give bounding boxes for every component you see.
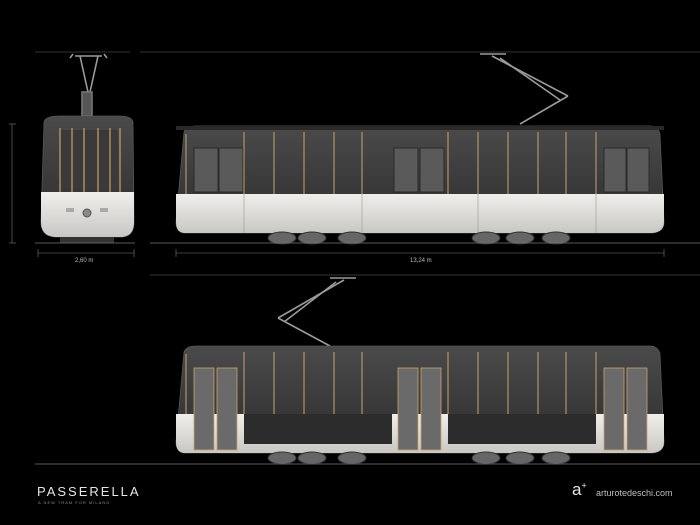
front-gold-trims [59,128,121,192]
front-view [9,53,135,257]
doors-bottom-open [193,367,648,451]
doors-top [193,147,650,193]
height-dimension [9,123,16,244]
window-pillars-bottom [185,352,597,414]
website-label: arturotedeschi.com [596,488,673,498]
side-view-top [150,53,700,257]
bogies-top [267,231,571,245]
width-dimension-label: 2,60 m [75,258,94,264]
project-title: PASSERELLA [37,484,141,499]
project-subtitle: A NEW TRAM FOR MILANO [38,500,111,505]
studio-logo: a+ [572,480,587,500]
length-dimension-label: 13,24 m [410,258,432,264]
tram-lower-top [176,194,664,233]
window-pillars-top [185,132,597,194]
side-pantograph-top [480,53,569,125]
front-headlight [82,208,92,218]
width-dimension [37,249,135,257]
front-windshield [60,130,118,188]
logo-mark: a [572,480,582,499]
bogies-bottom [267,451,571,465]
logo-plus: + [581,480,587,491]
side-view-bottom [35,277,700,465]
length-dimension [175,249,665,257]
side-pantograph-bottom [277,277,356,347]
front-pantograph [69,53,108,117]
